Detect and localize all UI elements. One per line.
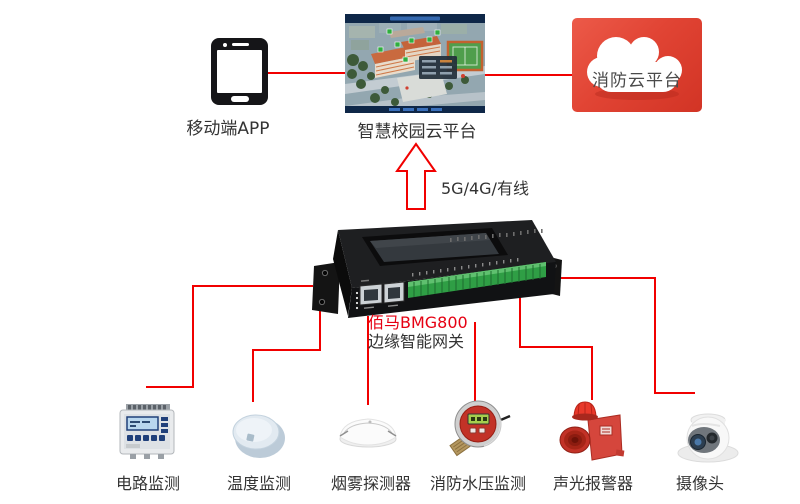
campus-platform-label: 智慧校园云平台 [357,122,477,142]
uplink-label: 5G/4G/有线 [441,179,529,198]
water-pressure-gauge-icon [449,400,511,457]
sound-light-alarm-icon [559,401,625,461]
fire-cloud-node: 消防云平台 [572,18,702,112]
device-label: 温度监测 [226,474,291,493]
circuit-monitor-icon [119,404,175,459]
device-label: 电路监测 [115,474,180,493]
gateway-subtitle: 边缘智能网关 [368,332,465,351]
phone-camera-dot [223,43,227,47]
smoke-detector-icon [339,418,397,448]
device-label: 摄像头 [675,474,724,493]
phone-screen [217,50,262,93]
device-label: 烟雾探测器 [330,474,411,493]
red-cloud-icon [587,37,682,100]
map-markers [377,28,441,63]
campus-aerial-screenshot [345,14,485,113]
up-arrow-icon [395,142,437,210]
gateway-label-block: 佰马BMG800 边缘智能网关 [368,313,468,351]
gateway-name: 佰马BMG800 [368,313,468,332]
mobile-app-label: 移动端APP [186,119,270,139]
phone-home-button [231,96,249,102]
camera-icon [677,413,739,463]
device-label: 消防水压监测 [429,474,526,493]
phone-speaker-slit [232,43,249,46]
smartphone-icon [211,38,268,105]
edge-gateway-device [312,220,562,318]
device-label: 声光报警器 [552,474,633,493]
temperature-sensor-icon [232,414,285,458]
fire-cloud-label: 消防云平台 [592,71,682,91]
